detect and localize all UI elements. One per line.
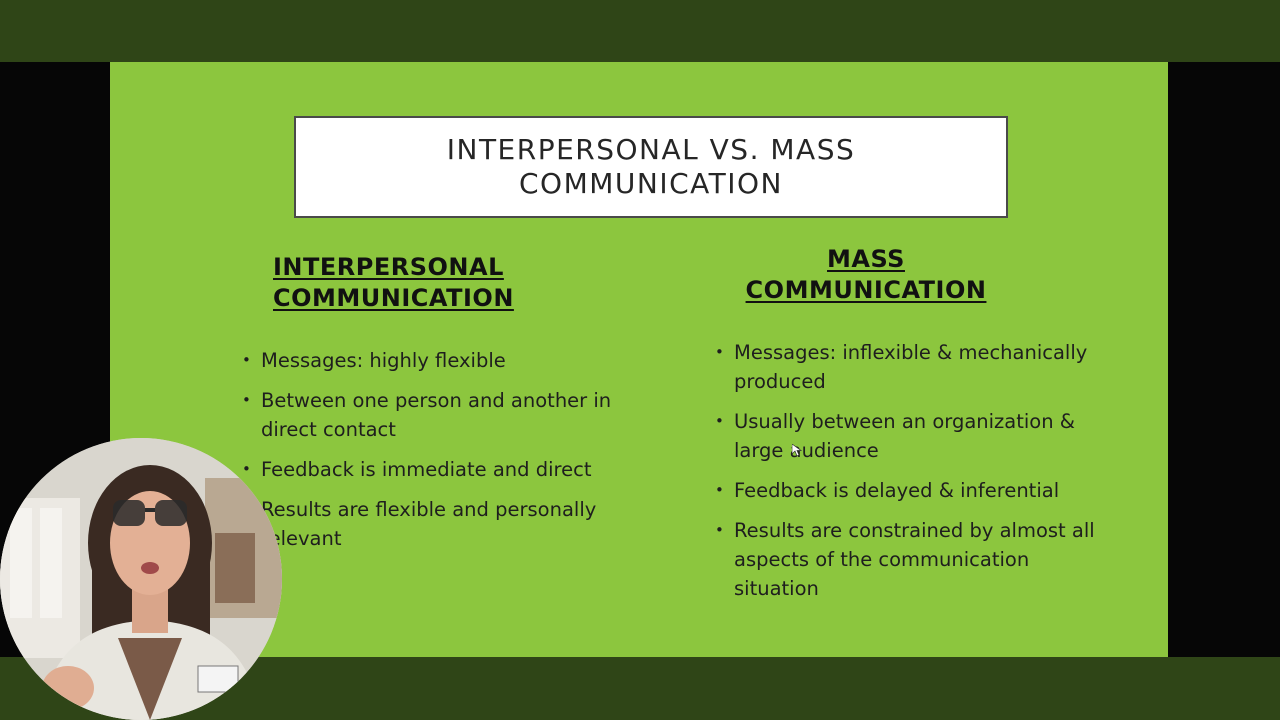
mouse-pointer-icon xyxy=(792,444,802,456)
presenter-video-icon xyxy=(0,438,282,720)
mass-bullet-list: • Messages: inflexible & mechanically pro… xyxy=(715,338,1105,614)
slide-title-box: INTERPERSONAL VS. MASS COMMUNICATION xyxy=(294,116,1008,218)
bullet-text: Usually between an organization & large … xyxy=(734,410,1075,462)
interpersonal-bullet-list: • Messages: highly flexible • Between one … xyxy=(242,346,612,564)
bullet-icon: • xyxy=(715,412,724,430)
top-frame-bar xyxy=(0,0,1280,62)
bullet-text: Results are flexible and personally rele… xyxy=(261,498,597,550)
bullet-icon: • xyxy=(715,481,724,499)
bullet-icon: • xyxy=(242,391,251,409)
mass-heading: MASS COMMUNICATION xyxy=(745,245,987,304)
bullet-icon: • xyxy=(715,343,724,361)
right-letterbox xyxy=(1168,62,1280,657)
webcam-presenter-overlay xyxy=(0,438,282,720)
bullet-text: Messages: inflexible & mechanically prod… xyxy=(734,341,1088,393)
list-item: • Messages: highly flexible xyxy=(242,346,612,375)
bullet-icon: • xyxy=(242,460,251,478)
interpersonal-heading: INTERPERSONAL COMMUNICATION xyxy=(273,253,514,312)
bullet-text: Messages: highly flexible xyxy=(261,349,506,372)
bullet-text: Feedback is delayed & inferential xyxy=(734,479,1060,502)
bullet-text: Feedback is immediate and direct xyxy=(261,458,592,481)
list-item: •Results are flexible and personally rel… xyxy=(242,495,612,553)
list-item: • Between one person and another in direc… xyxy=(242,386,612,444)
slide-title: INTERPERSONAL VS. MASS COMMUNICATION xyxy=(446,133,856,200)
list-item: • Results are constrained by almost all a… xyxy=(715,516,1105,603)
bullet-text: Between one person and another in direct… xyxy=(261,389,612,441)
bullet-icon: • xyxy=(242,351,251,369)
list-item: • Feedback is delayed & inferential xyxy=(715,476,1105,505)
list-item: • Usually between an organization & large… xyxy=(715,407,1105,465)
bullet-icon: • xyxy=(715,521,724,539)
list-item: • Feedback is immediate and direct xyxy=(242,455,612,484)
presentation-slide: INTERPERSONAL VS. MASS COMMUNICATION INT… xyxy=(110,62,1168,657)
list-item: • Messages: inflexible & mechanically pro… xyxy=(715,338,1105,396)
bullet-text: Results are constrained by almost all as… xyxy=(734,519,1095,600)
